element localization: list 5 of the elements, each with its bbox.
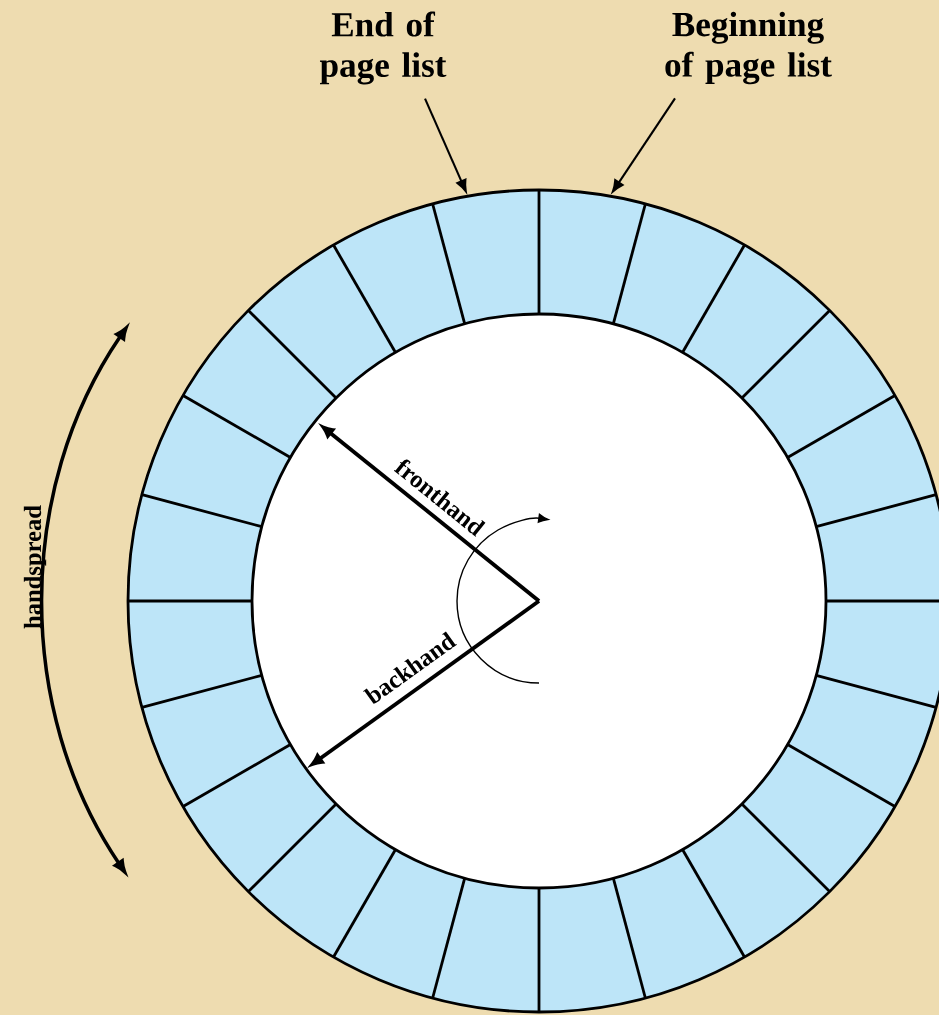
callout-text: Beginning of page list — [665, 11, 832, 85]
arrow — [424, 98, 467, 193]
page-ring-drawing — [126, 188, 939, 1014]
arrow — [611, 97, 676, 193]
callout-text: End of page list — [320, 11, 447, 85]
